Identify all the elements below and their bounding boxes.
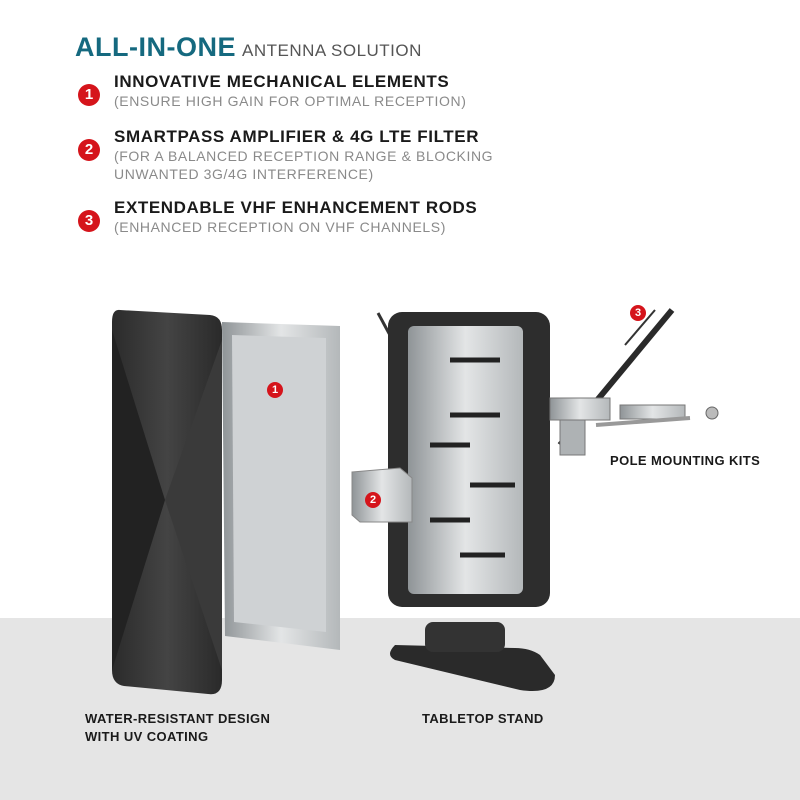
title-bold: ALL-IN-ONE: [75, 32, 236, 62]
number-badge: 2: [78, 139, 100, 161]
callout-badge-3: 3: [630, 305, 646, 321]
title-light: ANTENNA SOLUTION: [241, 41, 422, 60]
page-title: ALL-IN-ONE ANTENNA SOLUTION: [75, 32, 422, 63]
feature-heading: SMARTPASS AMPLIFIER & 4G LTE FILTER: [114, 127, 480, 146]
pole-mounting-kit: [549, 397, 719, 456]
callout-badge-2: 2: [365, 492, 381, 508]
feature-heading: EXTENDABLE VHF ENHANCEMENT RODS: [114, 198, 478, 217]
feature-subtext: (FOR A BALANCED RECEPTION RANGE & BLOCKI…: [114, 148, 494, 164]
cover-label: WATER-RESISTANT DESIGN WITH UV COATING: [85, 710, 270, 746]
feature-subtext: (ENHANCED RECEPTION ON VHF CHANNELS): [114, 219, 446, 235]
tabletop-stand: [390, 622, 555, 691]
number-badge: 3: [78, 210, 100, 232]
stand-label: TABLETOP STAND: [422, 711, 544, 726]
callout-badge-1: 1: [267, 382, 283, 398]
amplifier-module: [351, 467, 413, 523]
feature-subtext: (ENSURE HIGH GAIN FOR OPTIMAL RECEPTION): [114, 93, 467, 109]
feature-heading: INNOVATIVE MECHANICAL ELEMENTS: [114, 72, 450, 91]
antenna-cover: [112, 309, 222, 695]
number-badge: 1: [78, 84, 100, 106]
cover-label-line: WATER-RESISTANT DESIGN: [85, 711, 271, 726]
mechanical-element-plate: [222, 322, 340, 650]
pole-mounting-label: POLE MOUNTING KITS: [610, 453, 761, 468]
feature-subtext: UNWANTED 3G/4G INTERFERENCE): [114, 166, 374, 182]
cover-label-line: WITH UV COATING: [85, 729, 209, 744]
antenna-housing: [388, 312, 550, 607]
